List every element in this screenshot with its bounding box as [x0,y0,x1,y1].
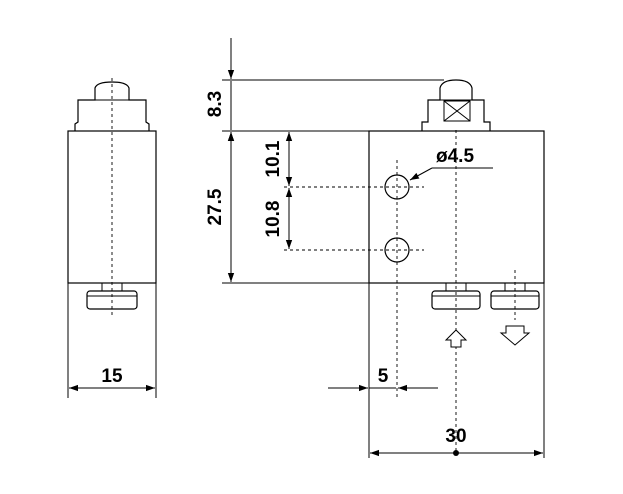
flow-arrow-up-icon [444,329,468,348]
dim-hole-diameter-label: ø4.5 [436,146,474,167]
fitting-inlet [431,290,481,310]
side-width-label: 15 [101,366,123,387]
dim-hole-offset-label: 5 [378,366,389,387]
actuator-square [443,100,471,122]
hole-diameter-leader [409,167,433,181]
side-view-fitting [86,290,138,310]
front-view [284,79,545,455]
dim-top-offset-label: 8.3 [205,91,226,117]
dim-body-width-center-dot [453,450,459,456]
side-view-plunger [74,81,150,131]
dim-hole-lower-label: 10.8 [263,201,284,238]
flow-arrow-down-icon [499,325,531,346]
dim-body-height-label: 27.5 [205,188,226,225]
front-view-actuator [421,79,491,131]
front-view-body [368,130,545,284]
side-view: 15 [67,78,157,398]
dim-hole-upper-label: 10.1 [263,140,284,177]
dim-body-width-label: 30 [445,426,466,447]
